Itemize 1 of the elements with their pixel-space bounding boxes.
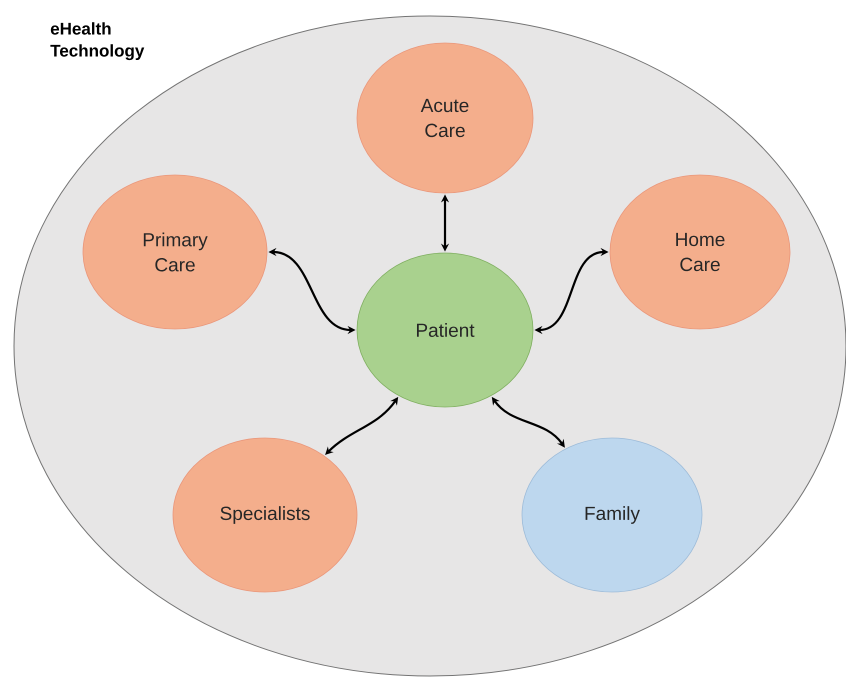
heading: eHealth Technology [50,22,144,60]
